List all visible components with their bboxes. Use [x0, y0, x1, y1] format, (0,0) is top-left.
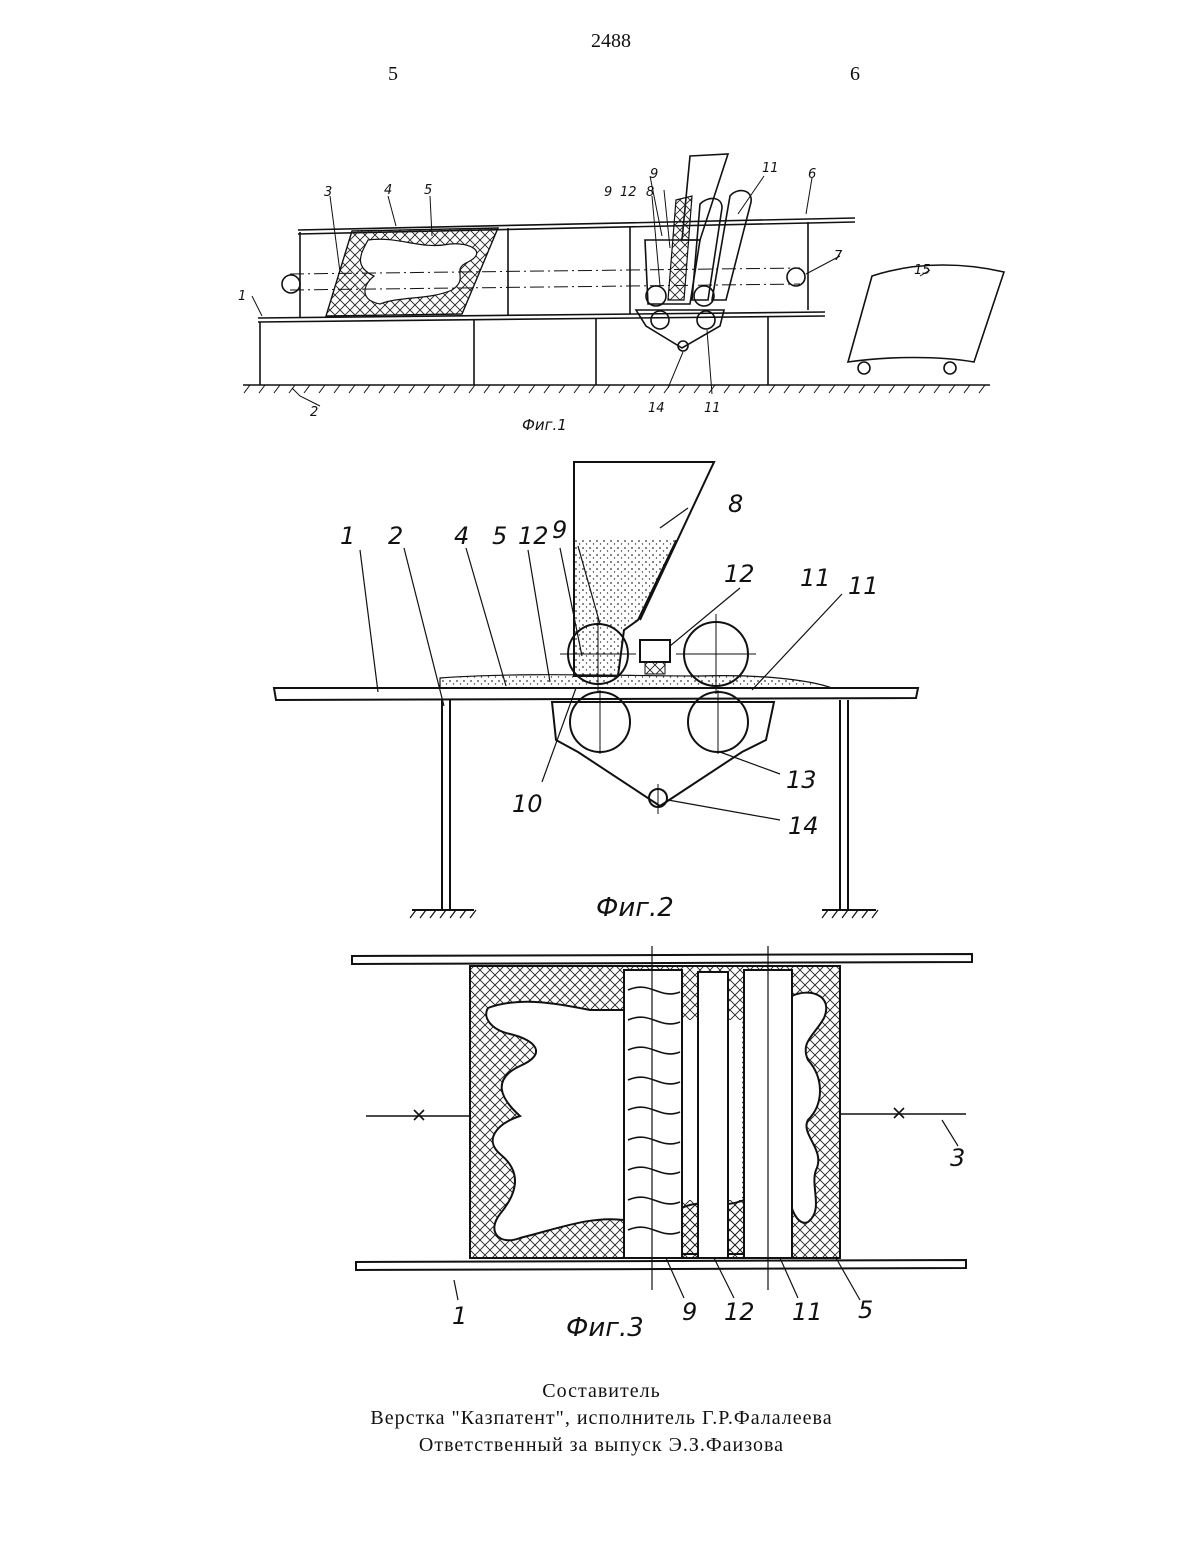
fig1-label: 9 — [650, 167, 658, 182]
fig2-label: 4 — [454, 522, 469, 550]
fig1-label: 9 — [604, 185, 612, 200]
figure-3 — [352, 946, 972, 1300]
fig1-label: 8 — [646, 185, 654, 200]
fig2-label: 11 — [800, 564, 831, 592]
fig3-label: 5 — [858, 1296, 873, 1324]
figure-2 — [274, 462, 918, 918]
footer-layout-credit: Верстка "Казпатент", исполнитель Г.Р.Фал… — [0, 1407, 1203, 1430]
fig1-label: 2 — [310, 405, 318, 420]
fig1-label: 11 — [704, 401, 721, 416]
fig1-label: 1 — [238, 289, 246, 304]
fig1-label: 15 — [914, 263, 931, 278]
fig3-label: 11 — [792, 1298, 823, 1326]
fig2-label: 10 — [512, 790, 543, 818]
footer-responsible: Ответственный за выпуск Э.З.Фаизова — [0, 1434, 1203, 1457]
fig1-label: 14 — [648, 401, 665, 416]
footer-compiler: Составитель — [0, 1380, 1203, 1403]
fig2-label: 8 — [728, 490, 743, 518]
fig2-label: 13 — [786, 766, 817, 794]
fig1-label: 6 — [808, 167, 816, 182]
fig3-label: 1 — [452, 1302, 467, 1330]
fig3-label: 3 — [950, 1144, 965, 1172]
fig1-label: 7 — [834, 249, 843, 264]
fig2-caption: Фиг.2 — [596, 893, 674, 923]
fig2-label: 1 — [340, 522, 355, 550]
fig3-caption: Фиг.3 — [566, 1313, 644, 1343]
fig2-label: 5 — [492, 522, 507, 550]
fig1-label: 4 — [384, 183, 392, 198]
fig1-label: 11 — [762, 161, 779, 176]
fig2-label: 12 — [724, 560, 755, 588]
fig1-caption: Фиг.1 — [522, 416, 567, 434]
fig1-label: 3 — [324, 185, 332, 200]
fig3-label: 12 — [724, 1298, 755, 1326]
fig2-label: 11 — [848, 572, 879, 600]
fig2-label: 12 — [518, 522, 549, 550]
fig2-label: 9 — [552, 516, 567, 544]
fig3-label: 9 — [682, 1298, 697, 1326]
fig1-label: 12 — [620, 185, 637, 200]
fig2-label: 14 — [788, 812, 819, 840]
fig2-label: 2 — [388, 522, 403, 550]
fig1-label: 5 — [424, 183, 432, 198]
